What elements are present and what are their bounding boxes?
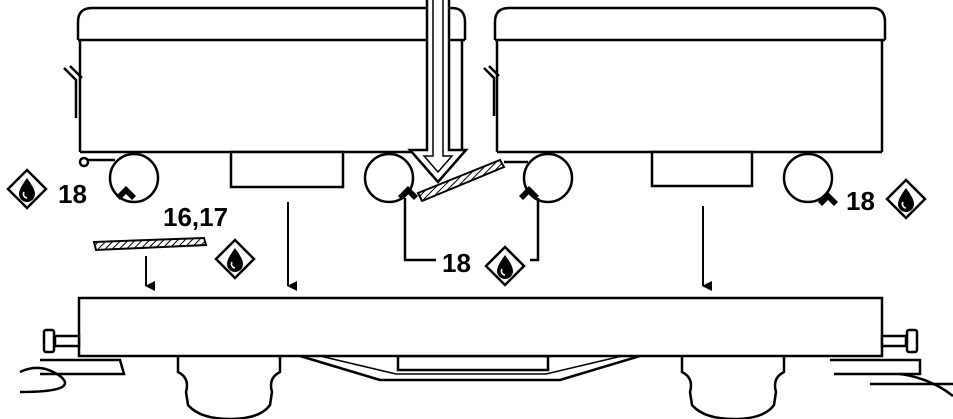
loose-plate bbox=[92, 236, 208, 252]
wheel-right bbox=[782, 152, 834, 204]
coupling-rod bbox=[416, 158, 528, 203]
label-left-ref: 18 bbox=[58, 179, 87, 209]
wheel-center-right bbox=[522, 152, 574, 204]
oil-drop-diamond-icon bbox=[6, 168, 48, 210]
wheel-center-left bbox=[363, 152, 415, 204]
right-body-shell bbox=[483, 6, 887, 154]
left-body-shell bbox=[63, 6, 467, 168]
label-right-ref: 18 bbox=[846, 186, 875, 216]
center-leader bbox=[403, 198, 540, 262]
underbody-blocks bbox=[229, 150, 754, 189]
label-plate-ref: 16,17 bbox=[163, 202, 228, 232]
insert-arrow bbox=[407, 0, 469, 184]
oil-drop-diamond-icon bbox=[484, 245, 526, 287]
oil-drop-diamond-icon bbox=[885, 178, 927, 220]
chassis-frame bbox=[19, 296, 953, 419]
assembly-arrows bbox=[145, 202, 712, 291]
lube-point-markers bbox=[116, 186, 838, 206]
oil-drop-diamond-icon bbox=[214, 238, 256, 280]
label-center-ref: 18 bbox=[442, 248, 471, 278]
